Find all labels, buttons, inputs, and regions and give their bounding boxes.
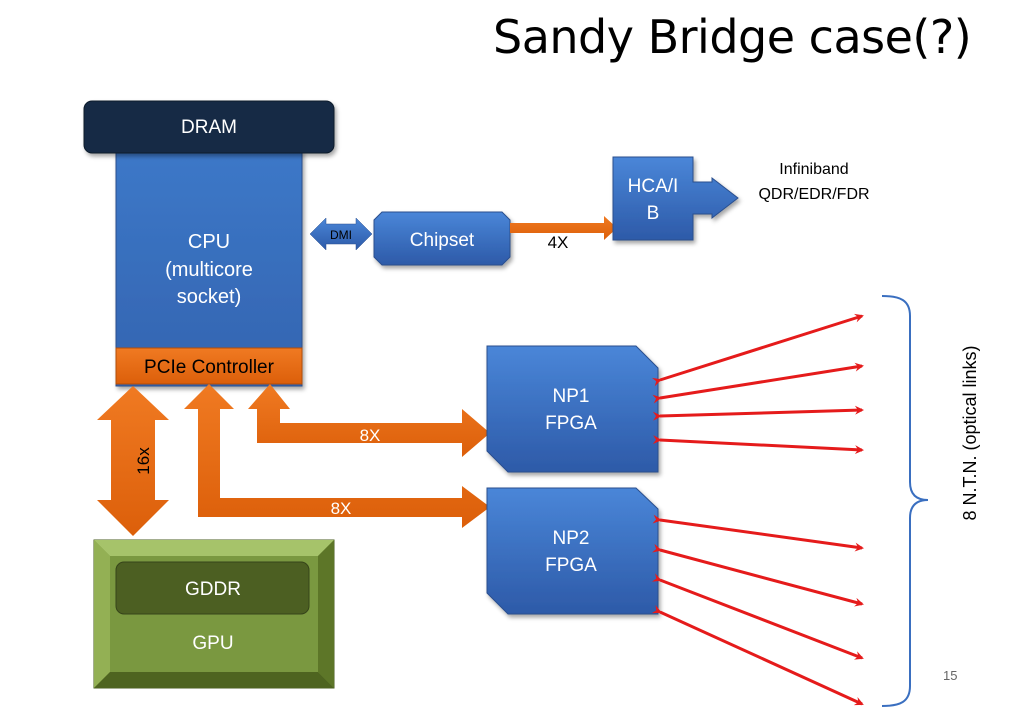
np2-block	[486, 487, 659, 615]
pcie-label: PCIe Controller	[144, 357, 275, 378]
optical-link-arrow	[652, 514, 864, 552]
optical-link-arrow	[651, 573, 864, 660]
dram-block	[83, 100, 335, 154]
dmi-arrow	[309, 217, 373, 251]
chipset-link-arrow	[510, 216, 617, 240]
hca-block	[612, 156, 739, 241]
np1-label-line1: NP1	[553, 386, 590, 407]
np2-link-label: 8X	[331, 499, 352, 518]
dmi-label: DMI	[330, 228, 352, 242]
optical-link-arrow	[651, 605, 864, 706]
optical-link-arrow	[652, 362, 864, 404]
gpu-label: GPU	[192, 633, 233, 654]
cpu-label-line2: (multicore	[165, 259, 253, 281]
chipset-link-label: 4X	[548, 233, 569, 252]
infiniband-label-line1: Infiniband	[779, 161, 848, 178]
gpu-link-arrow	[97, 386, 169, 536]
gpu-link-label: 16x	[134, 447, 153, 475]
slide-title: Sandy Bridge case(?)	[493, 10, 972, 64]
np1-link-label: 8X	[360, 426, 381, 445]
optical-links-label: 8 N.T.N. (optical links)	[960, 345, 980, 520]
np2-label-line2: FPGA	[545, 555, 597, 576]
gddr-block	[115, 561, 310, 615]
optical-link-arrow	[652, 405, 864, 421]
dram-label: DRAM	[181, 117, 237, 138]
np2-label-line1: NP2	[553, 528, 590, 549]
curly-brace	[881, 295, 929, 707]
cpu-label-line3: socket)	[177, 286, 241, 308]
chipset-block	[373, 211, 511, 266]
np1-label-line2: FPGA	[545, 413, 597, 434]
gddr-label: GDDR	[185, 579, 241, 600]
hca-label-line2: B	[647, 203, 660, 224]
np2-link-arrow	[184, 384, 490, 528]
optical-links	[651, 313, 864, 706]
cpu-block	[115, 149, 303, 387]
hca-label-line1: HCA/I	[628, 176, 679, 197]
optical-link-arrow	[652, 543, 864, 607]
cpu-label-line1: CPU	[188, 231, 230, 253]
pcie-controller	[115, 347, 303, 385]
np1-link-arrow	[248, 384, 490, 457]
optical-link-arrow	[652, 435, 864, 455]
infiniband-label-line2: QDR/EDR/FDR	[758, 186, 869, 203]
chipset-label: Chipset	[410, 230, 475, 251]
page-number: 15	[943, 668, 958, 683]
np1-block	[486, 345, 659, 473]
